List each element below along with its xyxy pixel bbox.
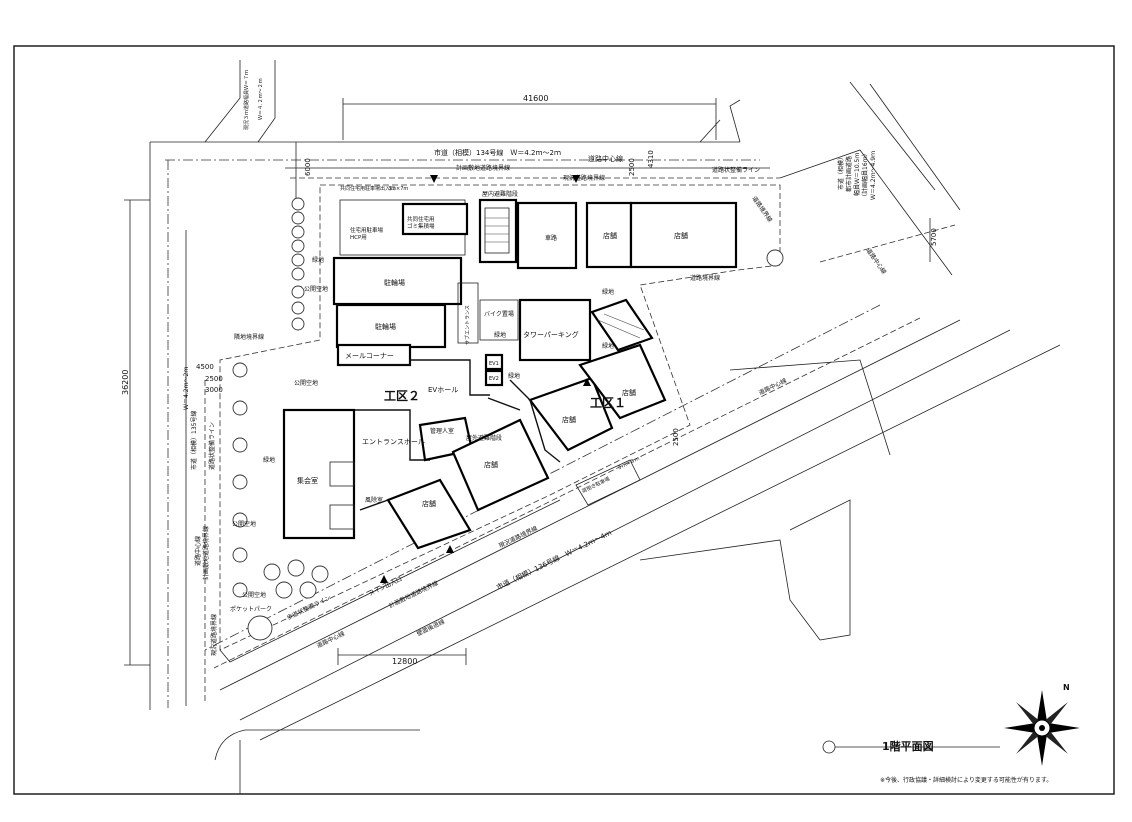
left-current-line: 現況道路境界線	[210, 614, 218, 656]
store-b: 店舗	[484, 460, 498, 469]
indoor-stair: 屋内避難階段	[482, 190, 518, 198]
entrance-hall: エントランスホール	[362, 438, 425, 446]
public-space-d: 公開空地	[242, 591, 266, 599]
zone-2-label: 工区２	[384, 389, 420, 403]
north-label: N	[1063, 683, 1070, 692]
store-d: 店舗	[622, 388, 636, 397]
dim-left-offset-a: 4500	[196, 363, 214, 371]
left-sidewalk: 道路状整備ライン	[208, 422, 216, 470]
assembly-room: 集会室	[297, 476, 318, 485]
left-center: 道路中心線	[194, 536, 202, 566]
top-entrance-size: 3m×7m	[388, 186, 408, 192]
right-road-e: Ｗ＝4.2ｍ～4.9ｍ	[870, 151, 877, 200]
building	[282, 198, 738, 550]
public-space-c: 公開空地	[232, 520, 256, 528]
wind-room: 風除室	[365, 496, 383, 504]
dim-bottom-width: 12800	[392, 657, 417, 666]
right-road-d: （計画幅員16ｍ）	[861, 150, 869, 200]
top-vertical-note-b: Ｗ＝４.２ｍ～２ｍ	[258, 78, 264, 120]
green-f: 緑地	[263, 456, 275, 464]
top-road-center: 道路中心線	[588, 154, 623, 163]
left-road-a: 市道（相模）135号線	[190, 411, 198, 470]
dim-top-offset-b: 2500	[628, 158, 636, 176]
dim-top-offset-c: 4310	[647, 150, 655, 168]
green-d: 緑地	[602, 288, 614, 296]
right-dimension: 5700 2500	[672, 218, 938, 446]
car-path: 車路	[545, 234, 557, 242]
right-road-c: 幅員Ｗ＝10.5ｍ	[853, 153, 861, 196]
sidewalk-top: 道路状整備ライン	[712, 166, 760, 174]
top-dimension: 41600 6000 2500 4310	[295, 94, 717, 200]
top-road-name: 市道（相模）134号線 Ｗ＝4.2ｍ～2ｍ	[434, 148, 561, 157]
store-a: 店舗	[422, 499, 436, 508]
dim-top-offset-a: 6000	[304, 158, 312, 176]
right-road-a: 市道（相模）	[837, 154, 845, 190]
right-center-2: 道路中心線	[757, 376, 787, 396]
right-road-center: 道路中心線	[864, 247, 888, 276]
compass-icon: N	[1004, 683, 1080, 766]
left-plan-line: 計画敷地道路境界線	[202, 526, 210, 580]
tower-parking: タワーパーキング	[523, 330, 579, 339]
garbage-area: 共同住宅用ゴミ集積場	[407, 215, 435, 230]
right-boundary-2: 道路境界線	[690, 274, 720, 282]
public-space-a: 公開空地	[304, 285, 328, 293]
mail-corner: メールコーナー	[345, 352, 394, 360]
top-plan-line: 計画敷地道路境界線	[456, 164, 510, 172]
loading-size: ３ｍ×８ｍ	[616, 456, 640, 472]
sub-entrance: サブエントランス	[464, 305, 471, 345]
drawing-note: ※今後、行政協議・詳細検討により変更する可能性が有ります。	[880, 776, 1052, 784]
zone-1-label: 工区１	[590, 396, 626, 410]
ev-1: EV1	[489, 361, 499, 367]
bicycle-parking-a: 駐輪場	[384, 278, 405, 287]
sheet-border	[13, 45, 1115, 795]
dim-left-height: 36200	[121, 370, 130, 395]
green-a: 緑地	[312, 256, 324, 264]
pocket-park: ポケットパーク	[230, 605, 272, 613]
bike-parking: バイク置場	[484, 310, 514, 318]
left-road-b: Ｗ＝4.2ｍ～2ｍ	[183, 367, 190, 410]
dim-left-offset-b: 2500	[205, 375, 223, 383]
title-block: 1階平面図 ※今後、行政協議・詳細検討により変更する可能性が有ります。	[822, 739, 1052, 784]
right-boundary: 道路境界線	[750, 195, 774, 224]
green-c: 緑地	[508, 372, 520, 380]
adjacent-line: 隣地境界線	[234, 333, 264, 341]
dim-right-depth: 5700	[930, 228, 938, 246]
dim-top-width: 41600	[523, 94, 548, 103]
ev-hall: EVホール	[428, 386, 458, 394]
store-f: 店舗	[674, 231, 688, 240]
ev-2: EV2	[489, 376, 499, 382]
dim-left-offset-c: 3000	[205, 386, 223, 394]
right-road-b: 都市計画道路	[845, 156, 853, 192]
green-e: 緑地	[602, 342, 614, 350]
outdoor-stair-a: 屋外避難階段	[466, 434, 502, 442]
road-linework	[149, 60, 1061, 794]
left-dimension: 36200 4500 2500 3000	[121, 199, 223, 666]
top-current-line: 現況道路境界線	[563, 174, 605, 182]
drawing-title: 1階平面図	[882, 739, 934, 753]
trees	[232, 197, 784, 641]
top-entrance-note: 共同住宅用駐車場出入口	[340, 185, 395, 192]
entrance-arrows	[380, 175, 591, 583]
bottom-setback: 壁面後退線	[415, 617, 445, 637]
dim-right-offset: 2500	[672, 428, 680, 446]
store-e: 店舗	[603, 231, 617, 240]
green-b: 緑地	[494, 331, 506, 339]
manager-room: 管理人室	[430, 427, 454, 435]
public-space-b: 公開空地	[294, 379, 318, 387]
bottom-dimension: 12800	[337, 648, 467, 666]
store-c: 店舗	[562, 415, 576, 424]
site-boundary	[219, 184, 781, 663]
bicycle-parking-b: 駐輪場	[375, 322, 396, 331]
top-vertical-note-a: 現況３ｍ道路幅員Ｗ＝７ｍ	[243, 70, 250, 130]
